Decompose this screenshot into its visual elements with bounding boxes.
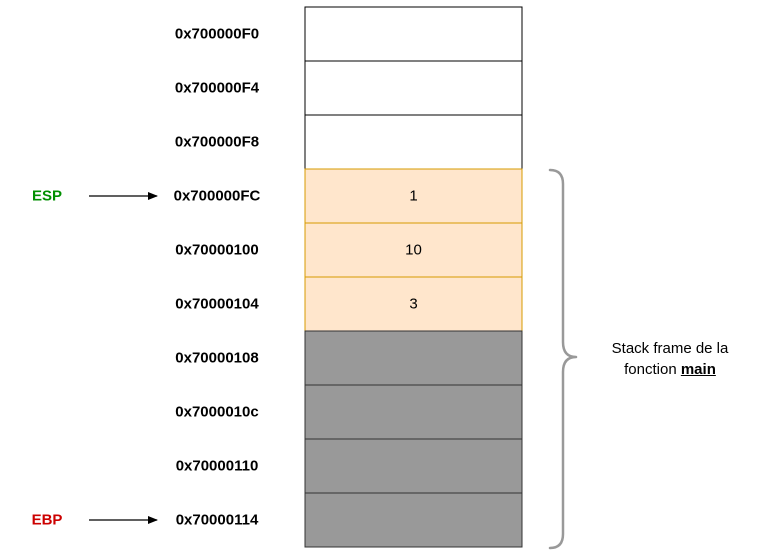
stack-cell [304, 330, 523, 386]
stack-address-label: 0x700000F4 [175, 80, 260, 97]
stack-frame-label: Stack frame de la fonction main [590, 338, 750, 380]
stack-cell-box [304, 492, 523, 548]
stack-cell [304, 492, 523, 548]
stack-address-label: 0x70000110 [176, 458, 259, 475]
stack-cell-box [304, 60, 523, 116]
stack-cell [304, 60, 523, 116]
stack-address-label: 0x70000104 [175, 296, 259, 313]
stack-cell: 3 [304, 276, 523, 332]
stack-address-label: 0x70000108 [175, 350, 258, 367]
stack-cell-value: 3 [409, 296, 417, 313]
stack-address-label: 0x70000114 [176, 512, 259, 529]
stack-cell-value: 10 [405, 242, 422, 259]
stack-address-label: 0x70000100 [175, 242, 258, 259]
stack-cells: 0x700000F0 0x700000F4 0x700000F8 1 0x700000F… [174, 6, 523, 548]
stack-address-label: 0x700000F0 [175, 26, 259, 43]
register-pointers: ESP EBP [32, 188, 158, 529]
stack-cell [304, 438, 523, 494]
stack-cell-box [304, 330, 523, 386]
stack-cell-box [304, 438, 523, 494]
stack-frame-label-prefix: fonction [624, 361, 681, 378]
stack-frame-label-line1: Stack frame de la [611, 340, 729, 357]
stack-address-label: 0x700000F8 [175, 134, 259, 151]
stack-address-label: 0x7000010c [175, 404, 258, 421]
stack-cell: 1 [304, 168, 523, 224]
stack-cell-box [304, 222, 523, 278]
stack-cell-box [304, 276, 523, 332]
stack-frame-brace [548, 168, 578, 550]
stack-cell-box [304, 6, 523, 62]
stack-cell-value: 1 [409, 188, 417, 205]
register-label: ESP [32, 188, 62, 205]
stack-cell: 10 [304, 222, 523, 278]
register-pointer-esp: ESP [32, 188, 158, 205]
stack-cell [304, 6, 523, 62]
stack-cell-box [304, 114, 523, 170]
stack-address-label: 0x700000FC [174, 188, 261, 205]
stack-cell-box [304, 384, 523, 440]
register-label: EBP [32, 512, 63, 529]
function-name: main [680, 361, 716, 378]
stack-cell [304, 114, 523, 170]
stack-cell [304, 384, 523, 440]
stack-cell-box [304, 168, 523, 224]
stack-frame-label-line2: fonction main [590, 359, 750, 380]
register-pointer-ebp: EBP [32, 512, 158, 529]
